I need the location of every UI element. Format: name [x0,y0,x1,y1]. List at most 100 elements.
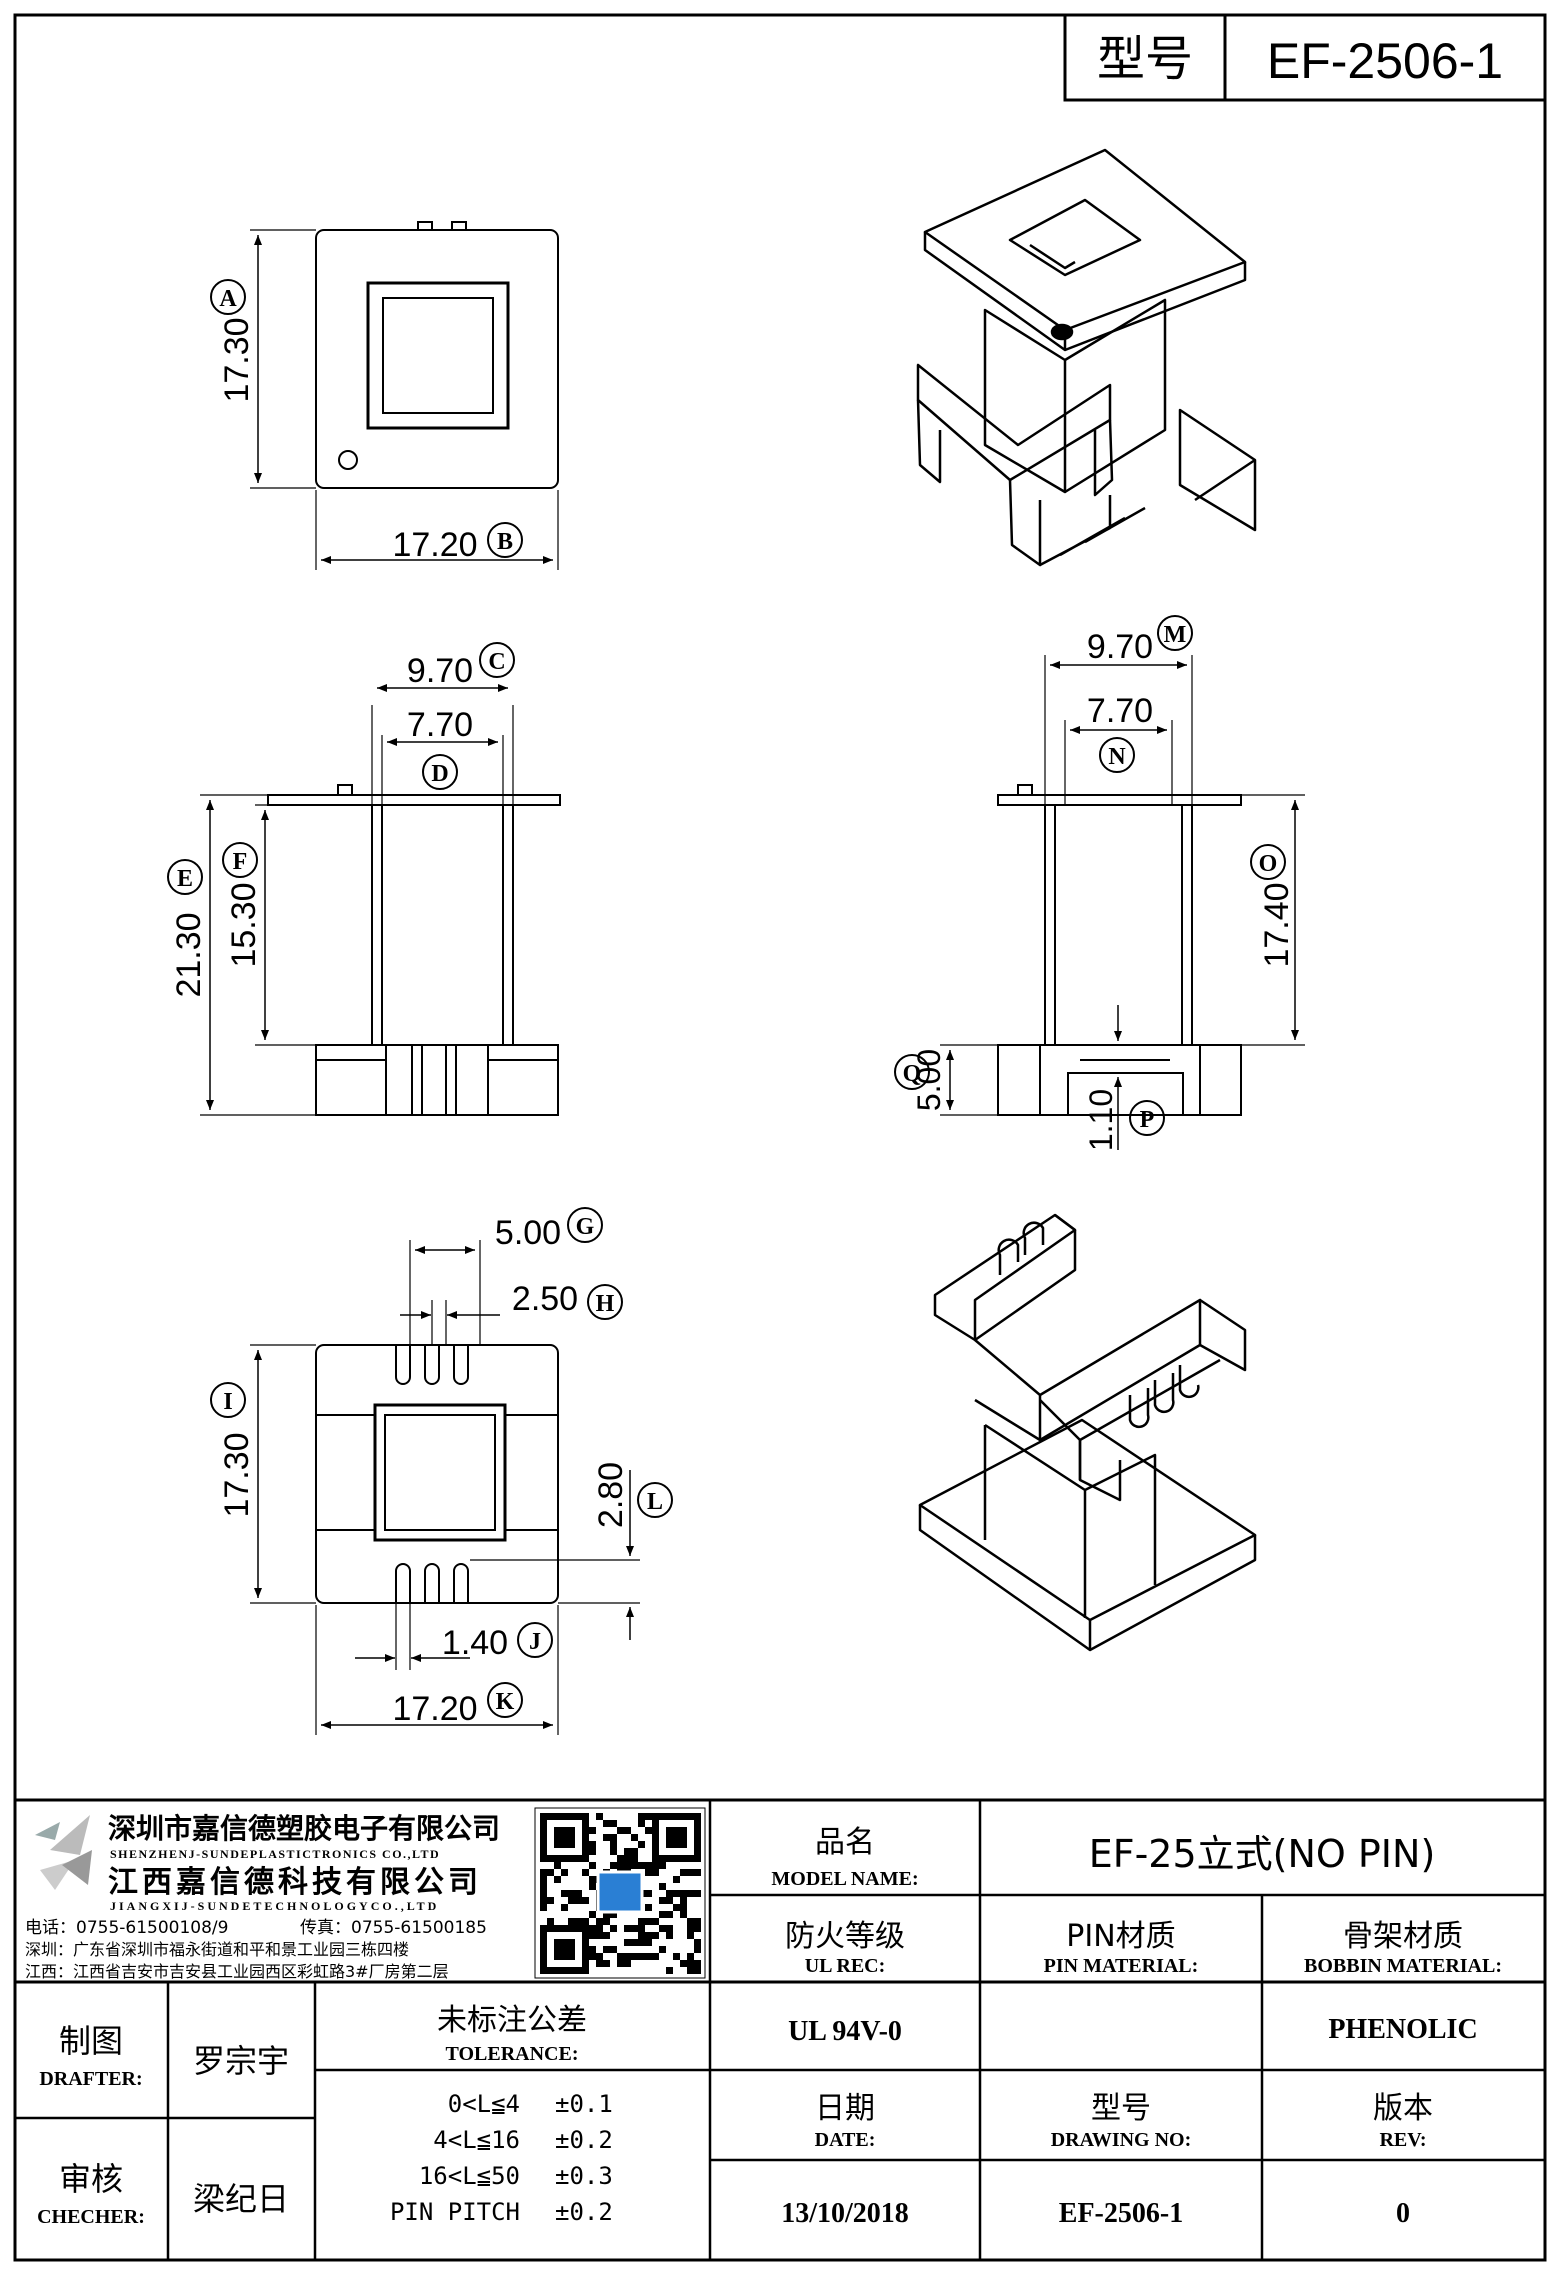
rev-value: 0 [1396,2198,1410,2229]
company-name-sz: 深圳市嘉信德塑胶电子有限公司 [108,1812,500,1845]
model-name-label-en: MODEL NAME: [771,1868,918,1890]
dim-letter-o: O [1250,844,1286,880]
header-label: 型号 [1097,31,1193,87]
company-logo [35,1815,92,1890]
dim-K-value: 17.20 [392,1690,477,1728]
company-address-jx: 江西：江西省吉安市吉安县工业园西区彩虹路3#厂房第二层 [25,1962,449,1981]
svg-text:L: L [647,1489,663,1515]
company-name-sz-en: SHENZHENJ-SUNDEPLASTICTRONICS CO.,LTD [110,1847,440,1861]
svg-text:F: F [233,849,248,875]
company-address-sz: 深圳：广东省深圳市福永街道和平和景工业园三栋四楼 [25,1940,409,1959]
svg-text:K: K [496,1689,515,1715]
dim-letter-j: J [517,1622,553,1658]
qr-code [534,1807,706,1979]
tolerance-label-en: TOLERANCE: [446,2043,579,2065]
iso-view-bottom [918,1213,1257,1652]
tolerance-value-2: ±0.2 [555,2126,613,2154]
dim-B-value: 17.20 [392,526,477,564]
tolerance-value-3: ±0.3 [555,2162,613,2190]
dim-letter-a: A [210,279,246,315]
drafter-name: 罗宗宇 [193,2042,289,2080]
tolerance-label-cn: 未标注公差 [437,2003,587,2038]
rev-label-en: REV: [1379,2129,1426,2151]
dim-J-value: 1.40 [442,1624,508,1662]
bobbin-material-label-en: BOBBIN MATERIAL: [1304,1955,1502,1977]
dim-letter-k: K [487,1682,523,1718]
ul-value: UL 94V-0 [788,2016,902,2047]
company-name-jx-en: JIANGXIJ-SUNDETECHNOLOGYCO.,LTD [110,1899,439,1913]
pin-material-label-cn: PIN材质 [1066,1919,1175,1954]
dimension-letters: A B C D E F M N O Q P G H I L J K [167,279,1286,1718]
model-name-label-cn: 品名 [815,1825,875,1860]
dim-G-value: 5.00 [495,1214,561,1252]
sheet-border [13,13,1547,2262]
svg-text:D: D [431,761,448,787]
dim-D-value: 7.70 [407,706,473,744]
date-value: 13/10/2018 [781,2198,909,2229]
dim-letter-c: C [479,642,515,678]
bottom-view [250,1240,640,1735]
svg-text:O: O [1259,851,1278,877]
tolerance-range-4: PIN PITCH [390,2198,520,2226]
dim-L-value: 2.80 [592,1462,630,1528]
dim-letter-e: E [167,859,203,895]
svg-text:Q: Q [903,1061,922,1087]
date-label-en: DATE: [815,2129,876,2151]
dim-I-value: 17.30 [218,1432,256,1517]
svg-text:I: I [223,1389,232,1415]
date-label-cn: 日期 [815,2091,875,2126]
ul-label-cn: 防火等级 [785,1919,905,1954]
svg-text:H: H [596,1291,615,1317]
company-fax: 传真：0755-61500185 [300,1918,487,1938]
dim-letter-m: M [1157,615,1193,651]
header-box: 型号 EF-2506-1 [1063,13,1547,102]
dim-O-value: 17.40 [1258,882,1296,967]
company-name-jx: 江西嘉信德科技有限公司 [108,1865,482,1900]
dim-E-value: 21.30 [170,912,208,997]
dim-H-value: 2.50 [512,1280,578,1318]
pin-material-label-en: PIN MATERIAL: [1044,1955,1199,1977]
dim-letter-d: D [422,754,458,790]
checker-label-cn: 审核 [59,2160,123,2198]
drawing-no-value: EF-2506-1 [1059,2198,1183,2229]
dim-C-value: 9.70 [407,652,473,690]
svg-text:N: N [1108,744,1126,770]
dim-letter-l: L [637,1482,673,1518]
drawing-no-label-cn: 型号 [1091,2091,1151,2126]
dim-letter-g: G [567,1207,603,1243]
dim-letter-n: N [1099,737,1135,773]
drafter-label-cn: 制图 [59,2022,123,2060]
dim-letter-i: I [210,1382,246,1418]
svg-text:A: A [219,286,237,312]
dim-letter-f: F [222,842,258,878]
dim-P-value: 1.10 [1083,1089,1119,1151]
dim-N-value: 7.70 [1087,692,1153,730]
svg-text:B: B [497,529,513,555]
company-phone: 电话：0755-61500108/9 [25,1918,228,1938]
svg-text:M: M [1164,622,1187,648]
header-model: EF-2506-1 [1267,33,1503,89]
svg-text:C: C [488,649,505,675]
iso-view-top [916,148,1257,567]
tolerance-value-4: ±0.2 [555,2198,613,2226]
front-view [200,684,561,1116]
svg-text:E: E [177,866,193,892]
top-view [250,221,559,570]
dim-letter-p: P [1129,1100,1165,1136]
dim-Q-value: 5.00 [911,1049,947,1111]
checker-label-en: CHECHER: [37,2206,145,2228]
tolerance-range-2: 4<L≦16 [433,2126,520,2154]
dim-letter-b: B [487,522,523,558]
drawing-no-label-en: DRAWING NO: [1051,2129,1192,2151]
svg-text:P: P [1140,1107,1155,1133]
dim-letter-h: H [587,1284,623,1320]
tolerance-range-3: 16<L≦50 [419,2162,520,2190]
svg-text:J: J [529,1629,541,1655]
bobbin-material-label-cn: 骨架材质 [1343,1919,1463,1954]
model-name-value: EF-25立式(NO PIN) [1089,1832,1436,1876]
dim-M-value: 9.70 [1087,628,1153,666]
svg-text:G: G [576,1214,595,1240]
dim-F-value: 15.30 [225,882,263,967]
dim-A-value: 17.30 [218,317,256,402]
